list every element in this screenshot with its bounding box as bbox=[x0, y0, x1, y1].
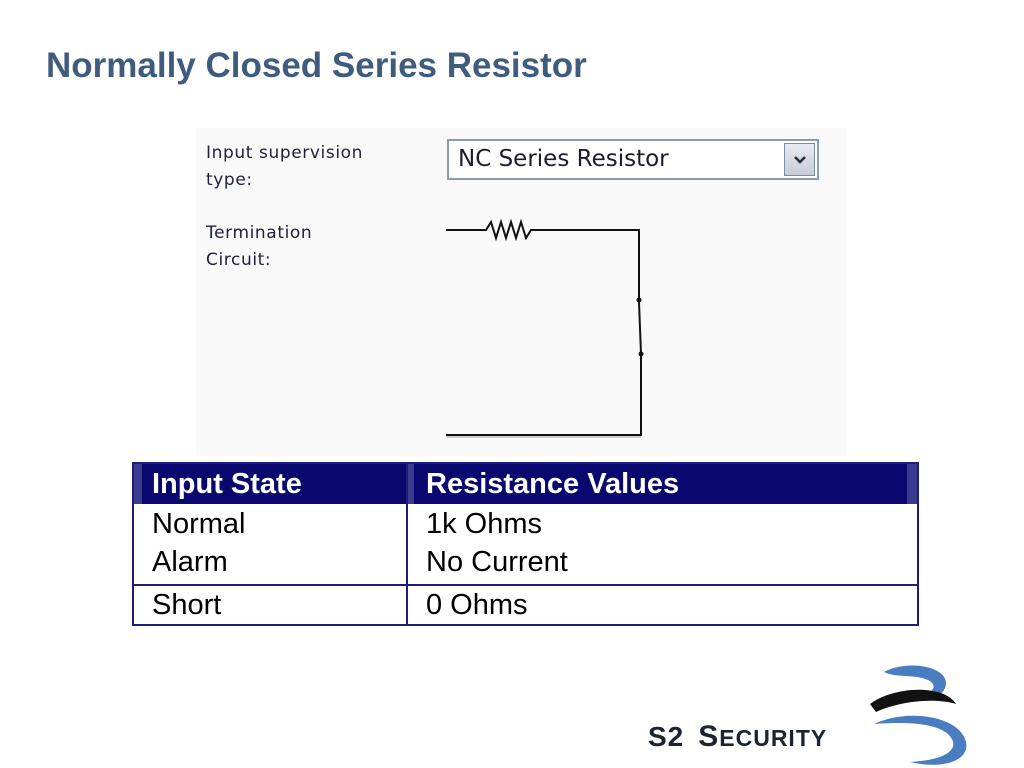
header-resistance-values: Resistance Values bbox=[407, 463, 918, 504]
termination-circuit-diagram bbox=[446, 218, 644, 438]
state-short: Short bbox=[133, 584, 408, 625]
header-input-state: Input State bbox=[133, 463, 408, 504]
resistance-table: Input State Resistance Values Normal Ala… bbox=[132, 462, 919, 626]
supervision-type-label: Input supervision type: bbox=[206, 143, 364, 190]
supervision-settings-screenshot: Input supervision type: NC Series Resist… bbox=[196, 128, 846, 456]
table-row: Normal Alarm 1k Ohms No Current bbox=[133, 504, 918, 585]
value-normal: 1k Ohms bbox=[426, 508, 543, 540]
supervision-type-value: NC Series Resistor bbox=[458, 146, 669, 172]
termination-circuit-label: Termination Circuit: bbox=[206, 223, 313, 270]
slide-title: Normally Closed Series Resistor bbox=[46, 46, 587, 85]
state-alarm: Alarm bbox=[152, 546, 228, 578]
table-header-row: Input State Resistance Values bbox=[133, 463, 918, 504]
normally-closed-switch-icon bbox=[638, 301, 642, 355]
state-normal: Normal bbox=[152, 508, 246, 540]
supervision-type-select[interactable]: NC Series Resistor bbox=[447, 139, 819, 180]
chevron-down-icon[interactable] bbox=[784, 143, 815, 176]
series-resistor-icon bbox=[446, 218, 640, 302]
value-short: 0 Ohms bbox=[407, 584, 918, 625]
logo-swoosh-icon bbox=[870, 665, 967, 765]
value-alarm: No Current bbox=[426, 546, 568, 578]
table-row: Short 0 Ohms bbox=[133, 584, 918, 625]
